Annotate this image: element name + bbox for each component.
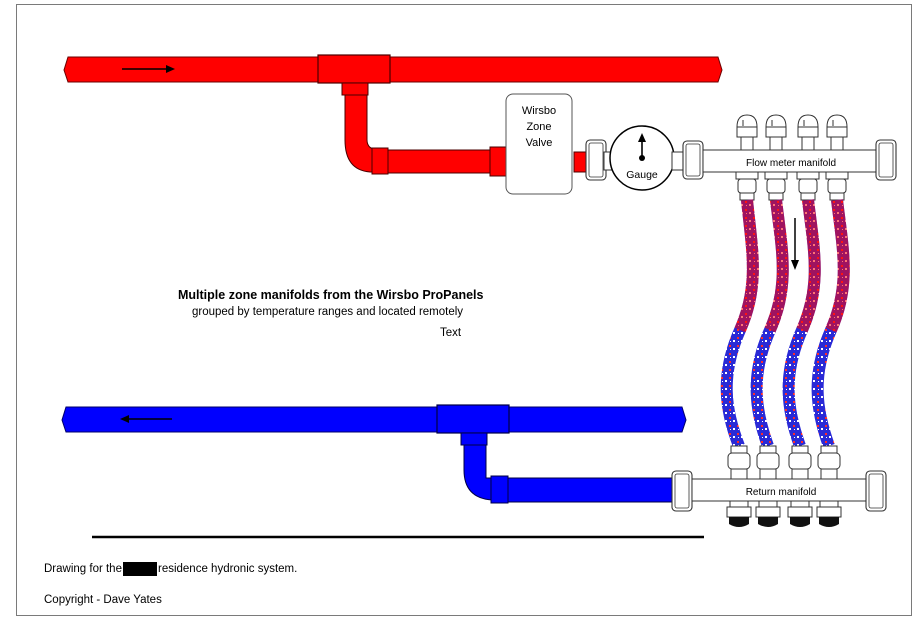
flow-manifold-label: Flow meter manifold [746, 158, 836, 169]
flow-meter-4 [826, 114, 848, 151]
supply-outlet-1 [735, 171, 759, 201]
pex-loops [720, 199, 850, 449]
supply-outlet-3 [796, 171, 820, 201]
return-inlet-3 [788, 445, 812, 480]
supply-main-pipe [63, 56, 723, 83]
copyright-notice: Copyright - Dave Yates [44, 594, 162, 606]
return-elbow-band [490, 475, 509, 504]
gauge-stub-right [671, 151, 685, 171]
loop-flow-arrowhead [791, 260, 799, 270]
gauge-label: Gauge [626, 169, 658, 181]
supply-outlet-2 [764, 171, 788, 201]
balancing-valve-1 [726, 500, 752, 527]
caption-subtitle: grouped by temperature ranges and locate… [192, 306, 464, 318]
supply-tee-fitting [317, 54, 391, 84]
supply-branch-pipe [387, 149, 493, 174]
return-pipe [61, 404, 687, 504]
return-tee-fitting [436, 404, 510, 434]
drawing-credit-prefix: Drawing for the [44, 563, 122, 575]
return-inlet-fittings [727, 445, 841, 480]
balancing-valve-2 [755, 500, 781, 527]
flow-meter-1 [736, 114, 758, 151]
zone-valve: Wirsbo Zone Valve [505, 93, 573, 195]
return-branch-pipe [507, 477, 677, 503]
supply-pipe [63, 54, 723, 177]
return-manifold: Return manifold [671, 470, 887, 512]
supply-elbow-band [371, 147, 389, 175]
flow-meters [736, 114, 848, 151]
supply-tee-branch [341, 82, 369, 96]
return-main-pipe [61, 406, 687, 433]
caption-extra-text: Text [440, 327, 462, 339]
zone-valve-label-1: Wirsbo [522, 105, 556, 117]
return-inlet-2 [756, 445, 780, 480]
flow-meter-2 [765, 114, 787, 151]
return-inlet-4 [817, 445, 841, 480]
drawing-credit-suffix: residence hydronic system. [157, 563, 298, 575]
supply-outlet-fittings [735, 171, 849, 201]
flow-meter-manifold: Flow meter manifold [702, 139, 897, 181]
return-inlet-1 [727, 445, 751, 480]
redacted-name [122, 562, 157, 576]
flow-manifold-end-cap [875, 139, 897, 181]
flow-meter-3 [797, 114, 819, 151]
supply-outlet-4 [825, 171, 849, 201]
supply-valve-collar [489, 146, 509, 177]
balancing-valve-4 [816, 500, 842, 527]
return-manifold-end-cap [865, 470, 887, 512]
return-flow-arrowhead [120, 415, 129, 423]
balancing-valves [726, 500, 842, 527]
drawing-credit: Drawing for the residence hydronic syste… [44, 562, 297, 576]
zone-valve-label-2: Zone [526, 121, 551, 133]
gauge-assembly: Gauge [585, 125, 704, 191]
return-manifold-label: Return manifold [746, 487, 817, 498]
balancing-valve-3 [787, 500, 813, 527]
zone-valve-label-3: Valve [526, 137, 553, 149]
return-tee-branch [460, 432, 488, 446]
supply-flow-arrowhead [166, 65, 175, 73]
caption-title: Multiple zone manifolds from the Wirsbo … [178, 288, 484, 302]
